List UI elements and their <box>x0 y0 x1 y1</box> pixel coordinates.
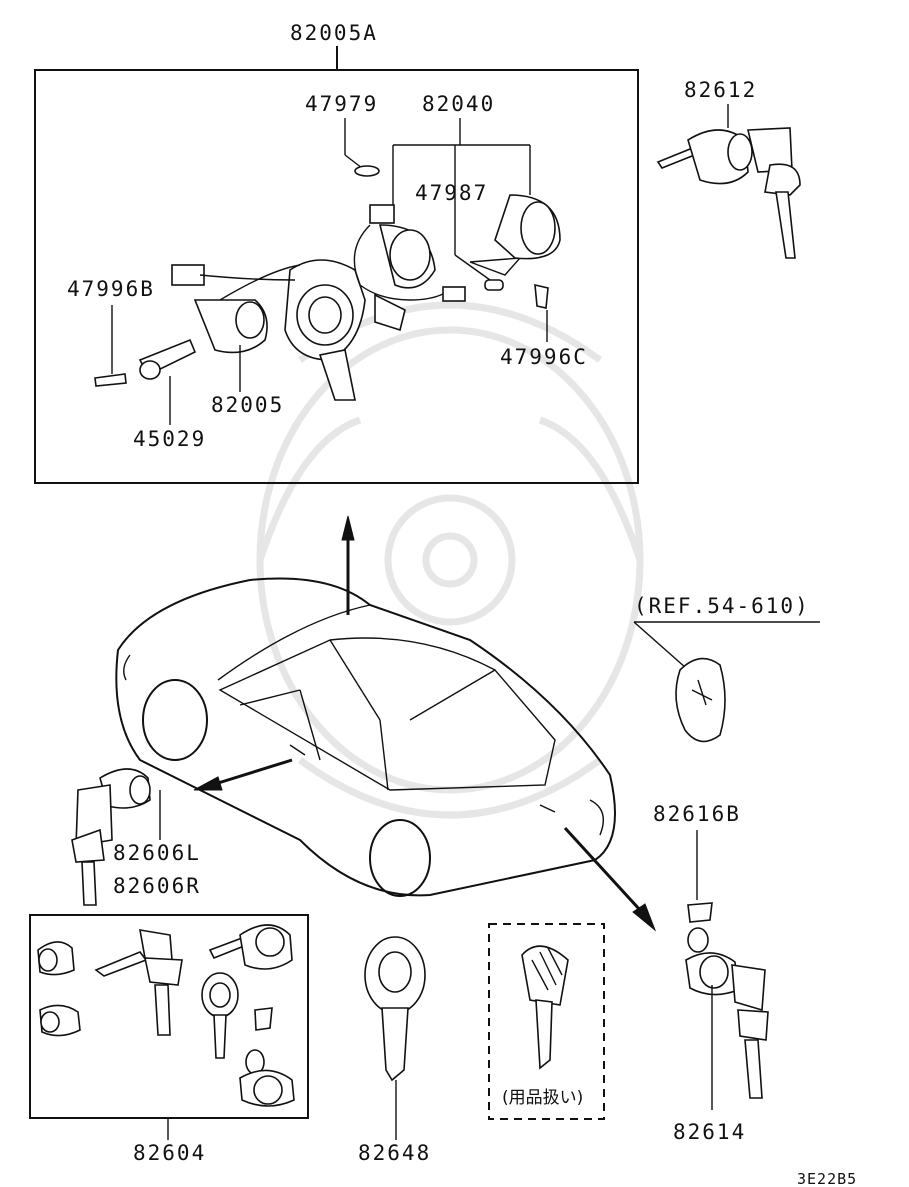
steering-lock-cylinder-icon <box>656 127 801 259</box>
washer-icon <box>354 165 380 177</box>
label-82005A: 82005A <box>290 21 378 45</box>
arrow-to-door-lock <box>193 758 293 791</box>
key-blank-icon <box>364 936 426 1082</box>
label-82616B: 82616B <box>653 802 741 826</box>
accessory-key-box <box>488 923 605 1120</box>
ignition-switch-assembly-icon <box>94 194 561 401</box>
label-ref-54-610: (REF.54-610) <box>634 594 810 618</box>
diagram-code: 3E22B5 <box>797 1170 857 1187</box>
sedan-car-icon <box>115 577 616 897</box>
kit-box-82604 <box>29 914 309 1119</box>
label-82606L: 82606L <box>113 841 201 865</box>
assembly-box-82005A <box>34 69 639 484</box>
label-82614: 82614 <box>673 1120 746 1144</box>
label-45029: 45029 <box>133 427 206 451</box>
label-82606R: 82606R <box>113 874 201 898</box>
label-47987: 47987 <box>415 181 488 205</box>
door-lock-cylinder-icon <box>71 768 151 906</box>
label-82604: 82604 <box>133 1141 206 1165</box>
leader-82040 <box>392 118 531 255</box>
accessory-key-icon <box>521 945 569 1070</box>
leader-47987 <box>454 254 491 281</box>
lock-set-kit-icon <box>37 924 295 1107</box>
fuel-lid-icon <box>675 657 726 743</box>
accessory-note: (用品扱い) <box>502 1088 583 1108</box>
leader-ref <box>633 621 687 669</box>
label-82648: 82648 <box>358 1141 431 1165</box>
arrow-to-ignition <box>341 515 355 615</box>
label-82040: 82040 <box>422 92 495 116</box>
label-47979: 47979 <box>305 92 378 116</box>
watermark-emblem <box>256 301 644 819</box>
label-47996B: 47996B <box>67 277 155 301</box>
trunk-lock-cylinder-icon <box>685 902 769 1099</box>
arrow-to-trunk-lock <box>563 826 657 932</box>
label-47996C: 47996C <box>500 345 588 369</box>
label-82612: 82612 <box>684 78 757 102</box>
label-82005: 82005 <box>211 393 284 417</box>
